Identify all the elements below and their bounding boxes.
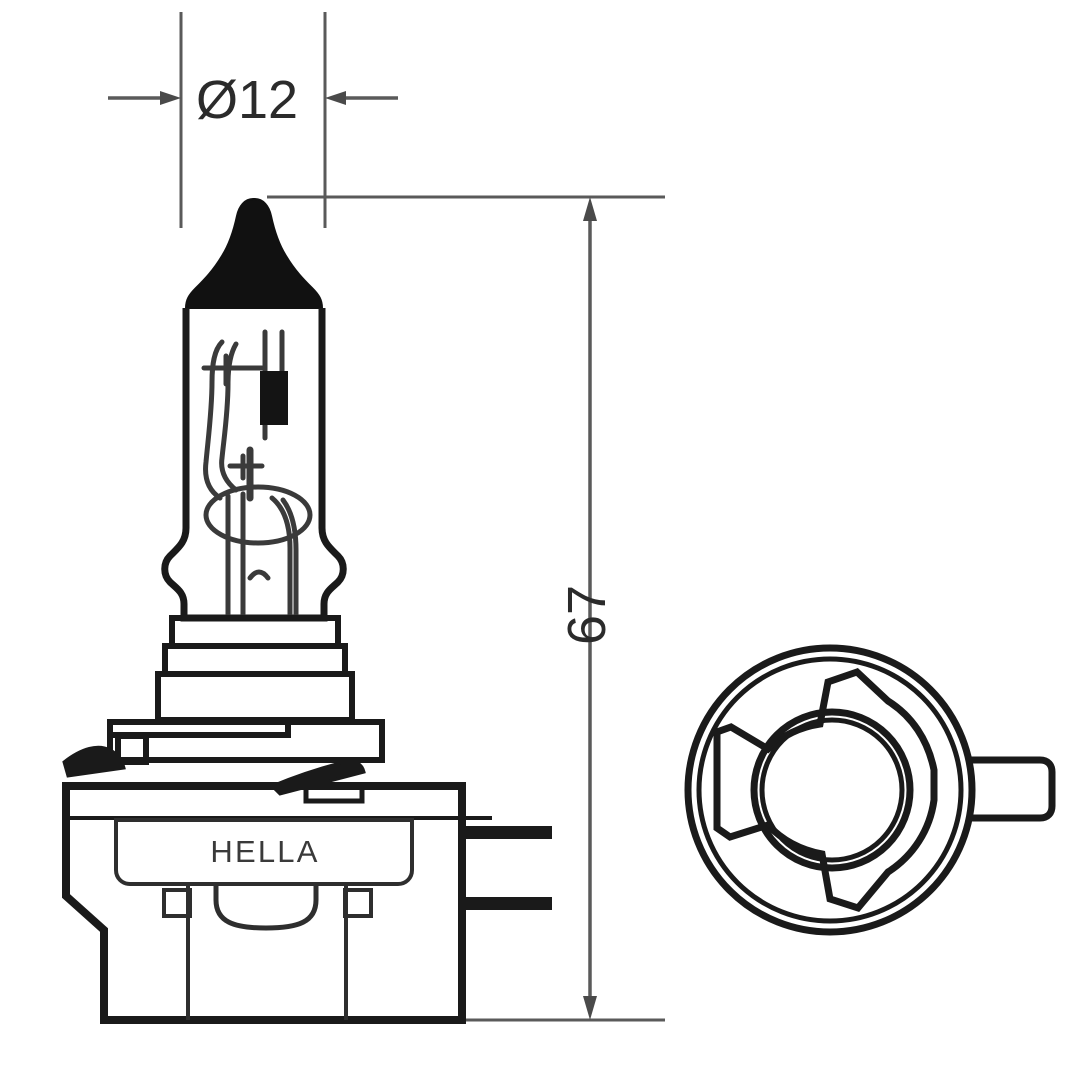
side-elevation-view: HELLA [62, 198, 552, 1024]
base-flange-plate [107, 719, 385, 765]
length-dimension-label: 67 [557, 585, 617, 645]
base-inner-bore [750, 708, 914, 872]
base-notch-left [162, 888, 192, 918]
brand-label-hella: HELLA [210, 834, 319, 869]
metal-collar-assembly [155, 615, 355, 723]
base-outer-ring [684, 644, 976, 936]
base-side-tang [968, 756, 1056, 822]
diameter-arrow-right [325, 91, 398, 105]
terminal-blade-lower [462, 897, 552, 910]
base-keyed-collar [713, 668, 938, 913]
bulb-black-tip-cap [184, 198, 324, 309]
base-end-view [684, 644, 1056, 936]
base-top-slot [303, 784, 365, 804]
base-inner-bore-inner [759, 717, 905, 863]
base-notch-right [343, 888, 373, 918]
base-center-arch-recess [213, 884, 319, 931]
length-arrow-top [583, 197, 597, 221]
base-outer-ring-inner [696, 656, 964, 924]
terminal-blade-upper [462, 826, 552, 839]
filament-assembly [201, 329, 313, 621]
diameter-dimension-label: Ø12 [196, 70, 298, 130]
diameter-arrow-left [108, 91, 181, 105]
length-arrow-bottom [583, 996, 597, 1020]
locking-tab-leaf [62, 745, 126, 778]
diameter-dimension-group: Ø12 [108, 12, 398, 228]
brand-label-panel [114, 818, 414, 886]
plastic-base-body [62, 782, 466, 1024]
